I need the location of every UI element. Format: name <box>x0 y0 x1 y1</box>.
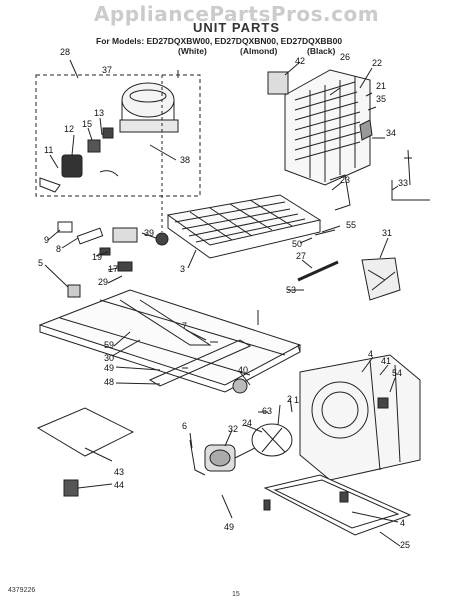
watermark: AppliancePartsPros.com <box>93 2 380 26</box>
callout-28: 28 <box>60 47 70 57</box>
callout-34: 34 <box>386 128 396 138</box>
callout-2: 2 <box>287 394 292 404</box>
callout-38: 38 <box>180 155 190 165</box>
callout-1: 1 <box>294 395 299 405</box>
callout-25: 25 <box>400 540 410 550</box>
callout-44: 44 <box>114 480 124 490</box>
callout-8: 8 <box>56 244 61 254</box>
callout-37: 37 <box>102 65 112 75</box>
callout-40: 40 <box>238 365 248 375</box>
fan-motor-drawing <box>189 378 293 476</box>
callout-19: 19 <box>92 252 102 262</box>
callout-4: 4 <box>400 518 405 528</box>
models-line: For Models: ED27DQXBW00, ED27DQXBN00, ED… <box>96 36 343 46</box>
fan-shroud-drawing <box>299 354 421 481</box>
callout-55: 55 <box>346 220 356 230</box>
callout-49: 49 <box>104 363 114 373</box>
base-pan-drawing <box>38 289 302 393</box>
overload-drawing <box>87 139 101 153</box>
condenser-coil-drawing <box>166 194 322 259</box>
variant-white: (White) <box>178 46 207 56</box>
variant-black: (Black) <box>307 46 336 56</box>
callout-12: 12 <box>64 124 74 134</box>
callout-41: 41 <box>381 356 391 366</box>
callout-32: 32 <box>228 424 238 434</box>
document-number: 4379226 <box>8 587 36 594</box>
callout-7: 7 <box>182 321 187 331</box>
variant-almond: (Almond) <box>240 46 278 56</box>
callout-49: 49 <box>224 522 234 532</box>
callout-17: 17 <box>108 264 118 274</box>
callout-43: 43 <box>114 467 124 477</box>
callout-24: 24 <box>242 418 252 428</box>
callout-54: 54 <box>392 368 402 378</box>
callout-3: 3 <box>180 264 185 274</box>
diagram-title: UNIT PARTS <box>192 20 281 35</box>
callout-11: 11 <box>44 145 53 155</box>
callout-48: 48 <box>104 377 114 387</box>
callout-21: 21 <box>376 81 386 91</box>
callout-59: 59 <box>104 340 114 350</box>
callout-29: 29 <box>98 277 108 287</box>
callout-42: 42 <box>295 56 305 66</box>
callout-27: 27 <box>296 251 306 261</box>
callout-35: 35 <box>376 94 386 104</box>
callout-4: 4 <box>368 349 373 359</box>
compressor-group-box <box>35 74 201 197</box>
callout-33: 33 <box>398 178 408 188</box>
callout-31: 31 <box>382 228 392 238</box>
page-number: 15 <box>232 591 240 598</box>
callout-6: 6 <box>182 421 187 431</box>
drain-pan-drawing <box>263 474 412 536</box>
callout-22: 22 <box>372 58 382 68</box>
callout-9: 9 <box>44 235 49 245</box>
callout-15: 15 <box>82 119 92 129</box>
callout-50: 50 <box>292 239 302 249</box>
callout-13: 13 <box>94 108 104 118</box>
callout-39: 39 <box>144 228 154 238</box>
callout-53: 53 <box>286 285 296 295</box>
callout-30: 30 <box>104 353 114 363</box>
callout-63: 63 <box>262 406 272 416</box>
callout-5: 5 <box>38 258 43 268</box>
callout-26: 26 <box>340 52 350 62</box>
evaporator-coil-drawing <box>267 69 371 186</box>
relay-drawing <box>61 154 83 178</box>
compressor-drawing <box>119 82 179 133</box>
callout-23: 23 <box>340 175 350 185</box>
